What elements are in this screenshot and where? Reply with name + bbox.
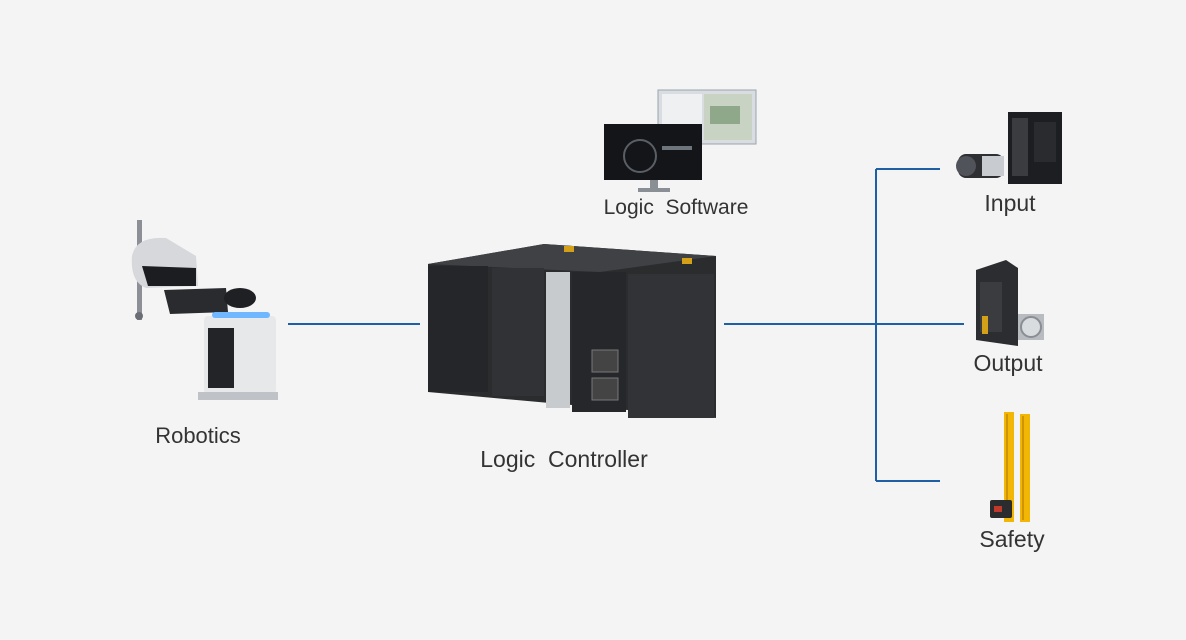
servo-drive-icon xyxy=(976,260,1044,346)
plc-controller-icon xyxy=(428,244,716,418)
output-node xyxy=(970,258,1050,350)
robotics-node xyxy=(126,216,278,402)
vision-camera-icon xyxy=(956,112,1062,184)
software-node xyxy=(600,88,760,196)
robotics-label: Robotics xyxy=(155,423,241,448)
safety-node xyxy=(988,410,1044,526)
software-label: Logic Software xyxy=(603,196,749,219)
output-label: Output xyxy=(973,350,1043,376)
controller-label: Logic Controller xyxy=(480,446,648,472)
controller-node xyxy=(424,242,720,420)
monitor-software-icon xyxy=(604,89,757,192)
scara-robot-icon xyxy=(131,220,278,400)
safety-label: Safety xyxy=(979,526,1045,552)
input-node xyxy=(952,108,1066,186)
light-curtain-icon xyxy=(990,412,1030,522)
input-label: Input xyxy=(984,190,1036,216)
